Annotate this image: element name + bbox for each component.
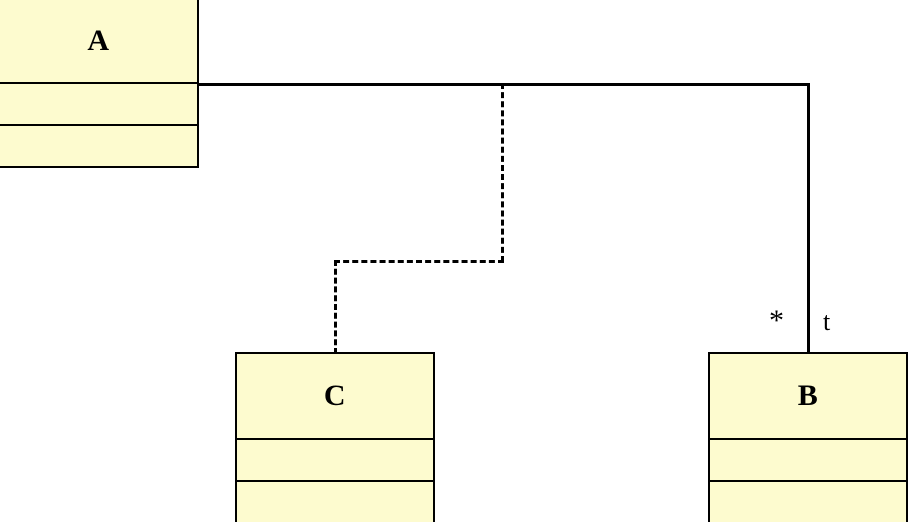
uml-class-c[interactable]: C [235, 352, 435, 522]
association-b-multiplicity-label: * [769, 304, 784, 337]
association-a-b-vertical-segment [807, 83, 810, 354]
uml-class-c-attributes-compartment [237, 438, 433, 480]
uml-class-b[interactable]: B [708, 352, 908, 522]
uml-class-b-name: B [797, 379, 819, 412]
uml-class-b-name-compartment: B [710, 354, 906, 438]
association-b-role-label: t [823, 307, 831, 336]
dependency-c-a-upper-vertical-segment [501, 83, 504, 262]
uml-class-c-name: C [323, 379, 347, 412]
uml-class-a-name-compartment: A [0, 0, 197, 82]
uml-class-a-name: A [87, 24, 110, 57]
dependency-c-a-horizontal-segment [334, 260, 504, 263]
uml-class-b-attributes-compartment [710, 438, 906, 480]
uml-class-a-attributes-compartment [0, 82, 197, 124]
uml-class-a[interactable]: A [0, 0, 199, 168]
uml-class-a-operations-compartment [0, 124, 197, 166]
uml-class-c-operations-compartment [237, 480, 433, 522]
dependency-c-a-lower-vertical-segment [334, 260, 337, 354]
uml-class-b-operations-compartment [710, 480, 906, 522]
uml-class-c-name-compartment: C [237, 354, 433, 438]
